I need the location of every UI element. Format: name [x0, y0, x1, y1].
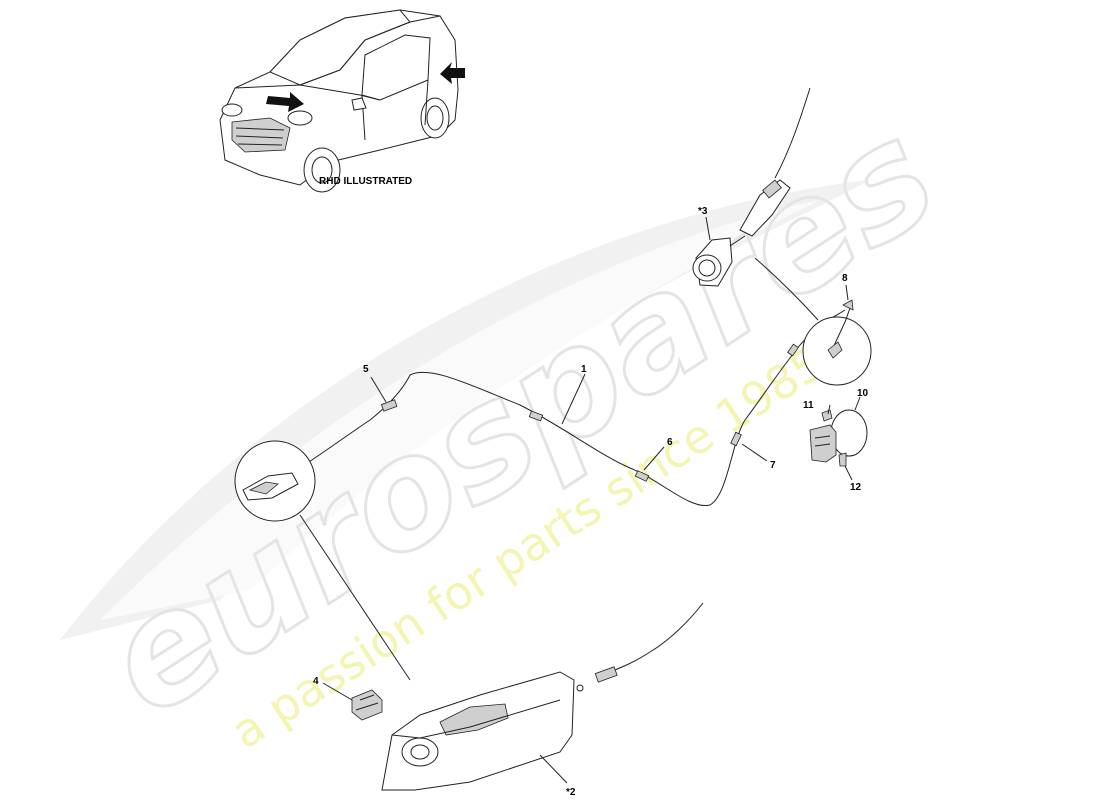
callout-6: 6 — [667, 437, 673, 448]
fuel-flap-assembly — [809, 409, 868, 467]
callout-8: 8 — [842, 273, 848, 284]
callout-12: 12 — [850, 482, 862, 493]
part-2-console — [381, 602, 704, 791]
callout-10: 10 — [857, 388, 869, 399]
callout-7: 7 — [770, 460, 776, 471]
callout-4: 4 — [313, 676, 319, 687]
part-4-bracket — [351, 689, 383, 721]
arrow-icon-side — [440, 62, 465, 84]
watermark-brand: eurospares — [75, 88, 965, 750]
arrow-icon-front — [266, 92, 304, 112]
callout-3: *3 — [698, 206, 708, 217]
callout-labels: 1 *2 *3 4 5 6 7 8 10 11 12 — [313, 206, 869, 798]
leader-line-handle — [299, 514, 411, 681]
callout-5: 5 — [363, 364, 369, 375]
callout-2: *2 — [566, 787, 576, 798]
release-cable — [263, 87, 846, 507]
detail-circle-part-8 — [802, 299, 872, 386]
callout-leaders — [322, 216, 861, 784]
callout-11: 11 — [803, 400, 814, 411]
car-illustration — [219, 9, 465, 193]
detail-circle-handle — [234, 440, 316, 522]
part-3-actuator — [692, 179, 791, 287]
callout-1: 1 — [581, 364, 587, 375]
rhd-note: RHD ILLUSTRATED — [319, 176, 412, 187]
